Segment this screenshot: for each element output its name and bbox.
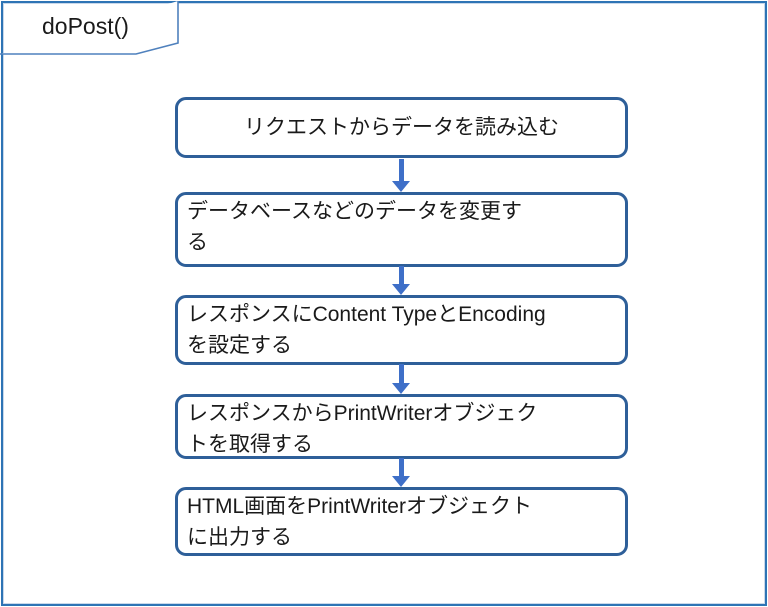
flow-step-label: レスポンスからPrintWriterオブジェク: [187, 402, 538, 425]
flow-step-label: レスポンスにContent TypeとEncoding: [187, 303, 546, 326]
flow-down-arrow-icon: [392, 458, 410, 487]
arrow-head: [392, 284, 410, 295]
arrow-shaft: [398, 364, 404, 383]
arrow-shaft: [398, 458, 404, 476]
flow-step-read-request: リクエストからデータを読み込む: [175, 97, 628, 158]
flow-step-label: トを取得する: [187, 433, 313, 456]
flow-step-label: を設定する: [187, 334, 292, 357]
arrow-shaft: [398, 266, 404, 284]
arrow-head: [392, 476, 410, 487]
flow-down-arrow-icon: [392, 159, 410, 192]
flow-step-get-printwriter: レスポンスからPrintWriterオブジェク トを取得する: [175, 394, 628, 459]
flow-down-arrow-icon: [392, 266, 410, 295]
arrow-head: [392, 181, 410, 192]
arrow-shaft: [398, 159, 404, 181]
flow-step-output-html: HTML画面をPrintWriterオブジェクト に出力する: [175, 487, 628, 556]
flow-step-modify-database: データベースなどのデータを変更す る: [175, 192, 628, 267]
flow-step-set-content-type: レスポンスにContent TypeとEncoding を設定する: [175, 295, 628, 365]
frame-title: doPost(): [42, 13, 129, 39]
flow-step-label: に出力する: [187, 526, 292, 549]
flow-step-label: データベースなどのデータを変更す: [187, 200, 522, 223]
flow-step-label: HTML画面をPrintWriterオブジェクト: [187, 495, 532, 518]
flow-down-arrow-icon: [392, 364, 410, 394]
frame-tab-outline: [0, 1, 179, 55]
arrow-head: [392, 383, 410, 394]
flow-step-label: リクエストからデータを読み込む: [244, 116, 559, 139]
flow-step-label: る: [187, 231, 208, 254]
frame-tab: [0, 1, 179, 55]
